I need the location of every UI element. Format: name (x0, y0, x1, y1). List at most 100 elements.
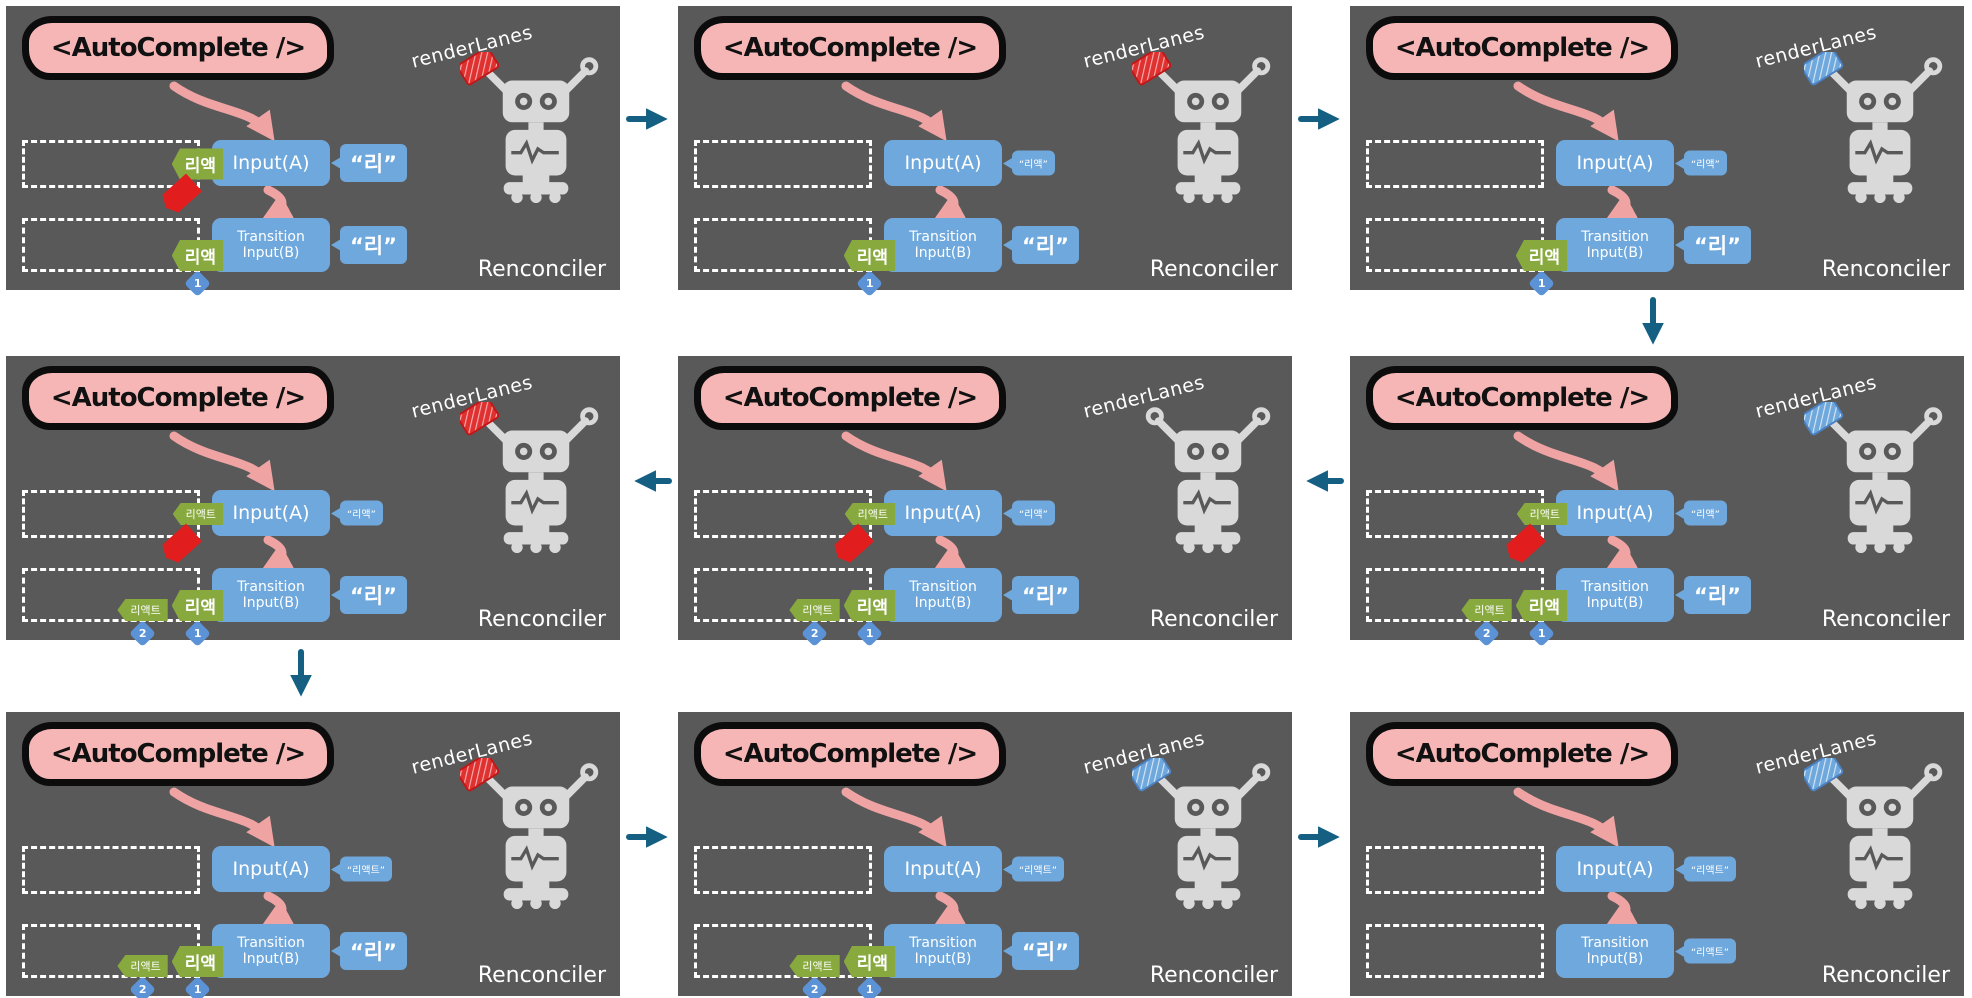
autocomplete-component-shape: <AutoComplete /> (1366, 366, 1678, 430)
lane-number-badge: 1 (183, 976, 211, 998)
input-a-label: Input(A) (232, 502, 310, 524)
transition-input-b-node: Transition Input(B) (1556, 218, 1674, 272)
transition-input-b-node: Transition Input(B) (884, 218, 1002, 272)
sync-lane-red-tag (1502, 523, 1546, 566)
update-queue-a-box: 리액 (22, 140, 223, 188)
queue-a-tags: 리액 (171, 148, 223, 180)
input-b-value: “리액트” (1691, 947, 1729, 959)
input-a-value-badge: “리” (340, 144, 407, 182)
arrow-component-to-input-a (169, 431, 275, 492)
arrow-component-to-input-a (169, 787, 275, 848)
input-a-value-badge: “리액” (1684, 500, 1727, 526)
sync-lane-red-tag (158, 523, 202, 566)
input-b-value-badge: “리” (1012, 226, 1079, 264)
update-queue-a-box: 리액트 (1366, 490, 1567, 538)
input-b-value: “리” (1694, 584, 1741, 608)
transition-input-b-node: Transition Input(B) (212, 218, 330, 272)
red-lane-tag-held-icon (460, 402, 500, 436)
input-a-value: “리액” (1019, 159, 1048, 171)
input-b-label-line2: Input(B) (242, 595, 300, 611)
input-b-label-line2: Input(B) (914, 595, 972, 611)
input-b-value-badge: “리” (1684, 226, 1751, 264)
input-b-label-line2: Input(B) (1586, 595, 1644, 611)
input-a-value-badge: “리액” (1684, 150, 1727, 176)
input-a-value: “리액” (1691, 509, 1720, 521)
input-a-value-badge: “리액트” (340, 856, 392, 882)
lane-number-badge: 2 (801, 620, 828, 647)
diagram-panel: <AutoComplete /> Input(A) “리액트” Transiti… (1350, 712, 1964, 996)
lane-number-badge: 2 (1473, 620, 1500, 647)
input-a-value: “리액트” (1019, 865, 1057, 877)
arrow-input-a-to-input-b (261, 891, 295, 926)
arrow-input-a-to-input-b (261, 535, 295, 570)
lane-number-badge: 1 (183, 270, 211, 297)
input-b-value-badge: “리” (1012, 576, 1079, 614)
input-a-value-badge: “리액” (1012, 500, 1055, 526)
arrow-component-to-input-a (841, 81, 947, 142)
component-name: <AutoComplete /> (1394, 739, 1650, 769)
arrow-input-a-to-input-b (933, 891, 967, 926)
input-a-value: “리액트” (347, 865, 385, 877)
update-tag: 리액트 (1461, 599, 1512, 621)
reconciler-label: Renconciler (477, 963, 606, 988)
lane-number-badge: 2 (129, 976, 156, 998)
update-queue-a-box: 리액트 (22, 490, 223, 538)
autocomplete-component-shape: <AutoComplete /> (1366, 16, 1678, 80)
update-tag: 리액 (171, 148, 223, 180)
reconciler-robot-icon (1132, 52, 1271, 204)
update-tag: 리액트 (789, 955, 840, 977)
input-a-node: Input(A) (1556, 490, 1674, 536)
autocomplete-component-shape: <AutoComplete /> (22, 366, 334, 430)
input-a-value: “리액” (1691, 159, 1720, 171)
reconciler-label: Renconciler (1821, 963, 1950, 988)
reconciler-label: Renconciler (1149, 963, 1278, 988)
autocomplete-component-shape: <AutoComplete /> (694, 722, 1006, 786)
input-a-value-badge: “리액트” (1012, 856, 1064, 882)
input-a-label: Input(A) (232, 858, 310, 880)
reconciler-robot-icon (1804, 402, 1943, 554)
update-queue-a-box (22, 846, 200, 894)
blue-lane-tag-held-icon (1804, 52, 1844, 86)
arrow-component-to-input-a (1513, 431, 1619, 492)
update-tag: 리액 (171, 240, 223, 271)
lane-number-badge: 1 (183, 620, 211, 647)
input-a-label: Input(A) (1576, 502, 1654, 524)
update-tag: 리액 (171, 946, 223, 977)
input-a-label: Input(A) (904, 152, 982, 174)
lane-number-badge: 1 (1527, 620, 1555, 647)
input-b-label-line2: Input(B) (914, 951, 972, 967)
transition-input-b-node: Transition Input(B) (884, 924, 1002, 978)
red-lane-tag-held-icon (1132, 52, 1172, 86)
lane-number-badge: 1 (855, 620, 883, 647)
arrow-input-a-to-input-b (933, 185, 967, 220)
update-tag: 리액트 (172, 503, 223, 525)
autocomplete-component-shape: <AutoComplete /> (22, 16, 334, 80)
input-b-label-line1: Transition (237, 934, 305, 951)
input-a-value: “리” (350, 152, 397, 176)
input-b-value: “리” (350, 234, 397, 258)
reconciler-robot-icon (460, 758, 599, 910)
input-b-label-line1: Transition (909, 578, 977, 595)
arrow-input-a-to-input-b (1605, 535, 1639, 570)
update-tag: 리액 (1515, 590, 1567, 621)
lane-number-badge: 2 (129, 620, 156, 647)
reconciler-robot-icon (460, 52, 599, 204)
reconciler-label: Renconciler (477, 257, 606, 282)
sync-lane-red-tag (158, 173, 202, 216)
input-b-label-line2: Input(B) (242, 245, 300, 261)
update-tag: 리액 (171, 590, 223, 621)
update-tag: 리액트 (789, 599, 840, 621)
component-name: <AutoComplete /> (722, 33, 978, 63)
input-b-value-badge: “리” (1012, 932, 1079, 970)
input-a-value: “리액” (1019, 509, 1048, 521)
input-b-label-line1: Transition (1581, 228, 1649, 245)
